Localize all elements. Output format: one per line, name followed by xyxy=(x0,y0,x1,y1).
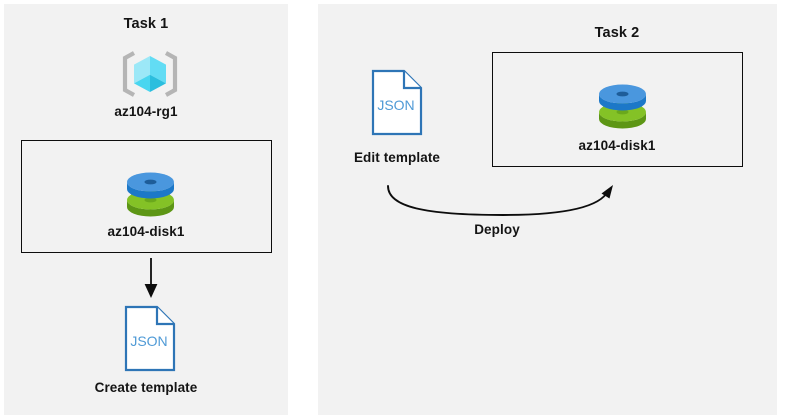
task1-disk-name-label: az104-disk1 xyxy=(107,224,185,239)
create-template-label: Create template xyxy=(94,380,198,395)
arrow-down-icon xyxy=(136,258,166,300)
json-icon-text: JSON xyxy=(377,97,414,113)
json-file-icon: JSON xyxy=(124,305,176,372)
task1-heading: Task 1 xyxy=(123,16,169,32)
task1-resource-box xyxy=(21,140,272,253)
resource-group-name-label: az104-rg1 xyxy=(114,104,178,119)
json-file-icon: JSON xyxy=(371,69,423,136)
edit-template-label: Edit template xyxy=(353,150,441,165)
json-icon-text: JSON xyxy=(130,333,167,349)
arrow-curved-right-icon xyxy=(385,185,630,230)
managed-disk-icon xyxy=(124,168,177,218)
task2-heading: Task 2 xyxy=(594,25,640,41)
task2-disk-name-label: az104-disk1 xyxy=(578,138,656,153)
managed-disk-icon xyxy=(596,80,649,130)
task2-resource-box xyxy=(492,52,743,167)
resource-group-icon xyxy=(120,50,180,98)
deploy-label: Deploy xyxy=(474,222,520,237)
